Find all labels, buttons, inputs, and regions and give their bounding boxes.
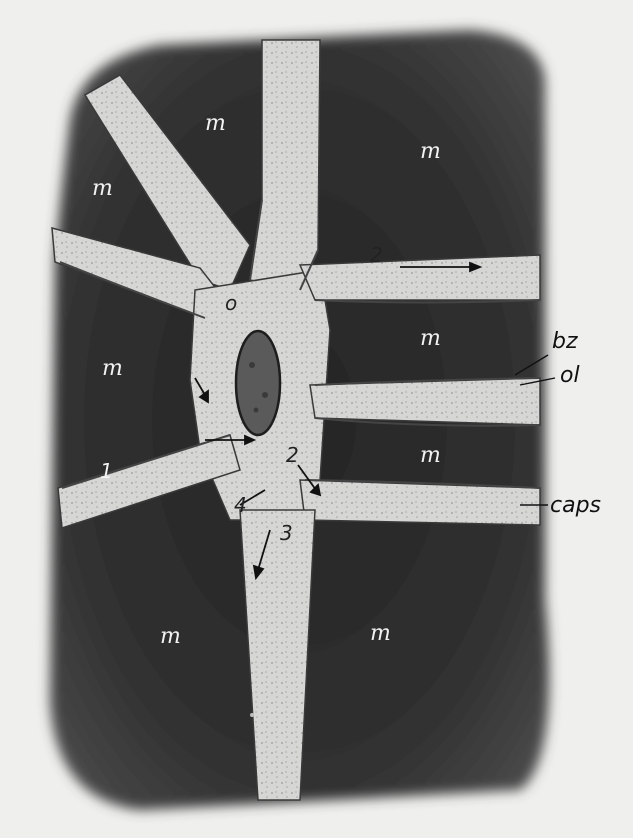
label-2-center: 2 [286,443,299,467]
m-label-8: m [370,621,391,646]
m-label-4: m [420,326,441,351]
label-2-top: 2 [370,243,383,267]
m-label-7: m [160,624,181,649]
label-4: 4 [234,493,247,517]
right-callouts: bz ol caps [550,329,601,518]
m-label-6: m [420,443,441,468]
callout-ol: ol [560,363,580,388]
cell-nucleus [236,331,280,435]
label-3: 3 [280,521,293,545]
m-label-5: m [102,356,123,381]
m-label-1: m [205,111,226,136]
label-o: o [225,291,237,315]
m-label-2: m [420,139,441,164]
m-label-3: m [92,176,113,201]
callout-caps: caps [550,493,601,518]
specimen-dot [250,713,254,717]
callout-bz: bz [552,329,578,354]
label-1: 1 [100,459,113,483]
